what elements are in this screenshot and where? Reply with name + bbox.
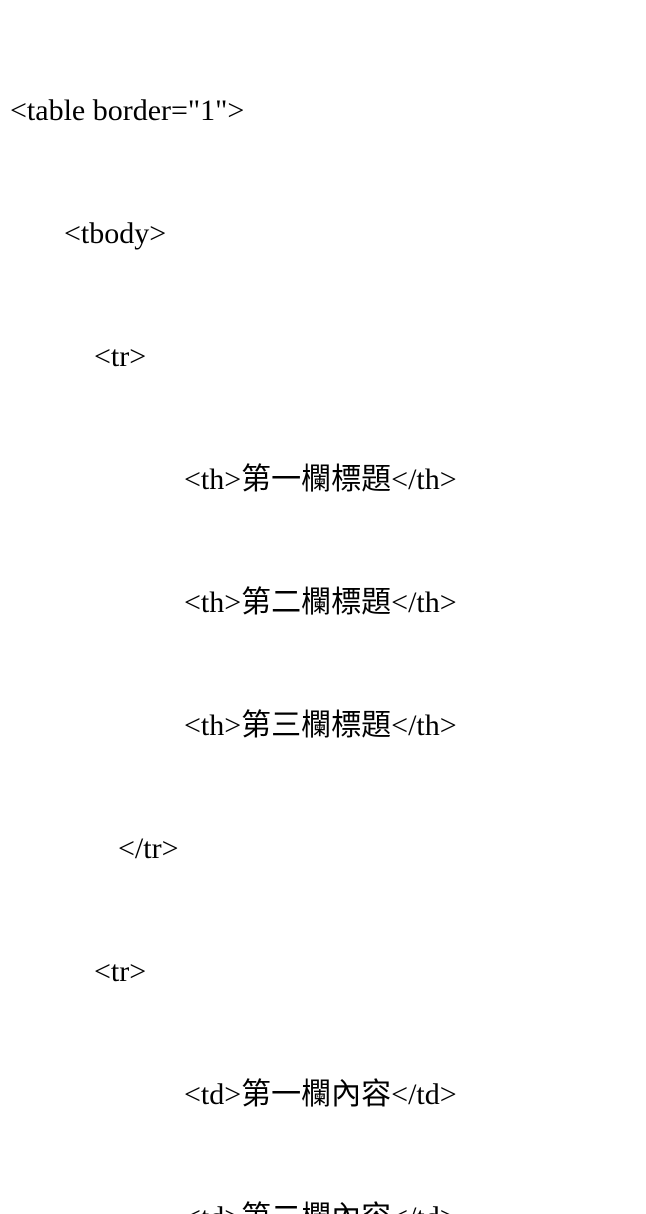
code-line-tr-open: <tr> <box>94 340 147 373</box>
code-line-tr-open-2: <tr> <box>94 955 147 988</box>
code-line-th-1: <th>第一欄標題</th> <box>184 463 457 496</box>
code-line-tr-close: </tr> <box>118 832 179 865</box>
code-line-th-2: <th>第二欄標題</th> <box>184 586 457 619</box>
code-line-th-3: <th>第三欄標題</th> <box>184 709 457 742</box>
code-line-tbody-open: <tbody> <box>64 217 167 250</box>
code-line-td-2: <td>第二欄內容</td> <box>0 1197 646 1214</box>
code-line-td-1: <td>第一欄內容</td> <box>184 1078 457 1111</box>
code-line-table-open: <table border="1"> <box>10 94 245 127</box>
